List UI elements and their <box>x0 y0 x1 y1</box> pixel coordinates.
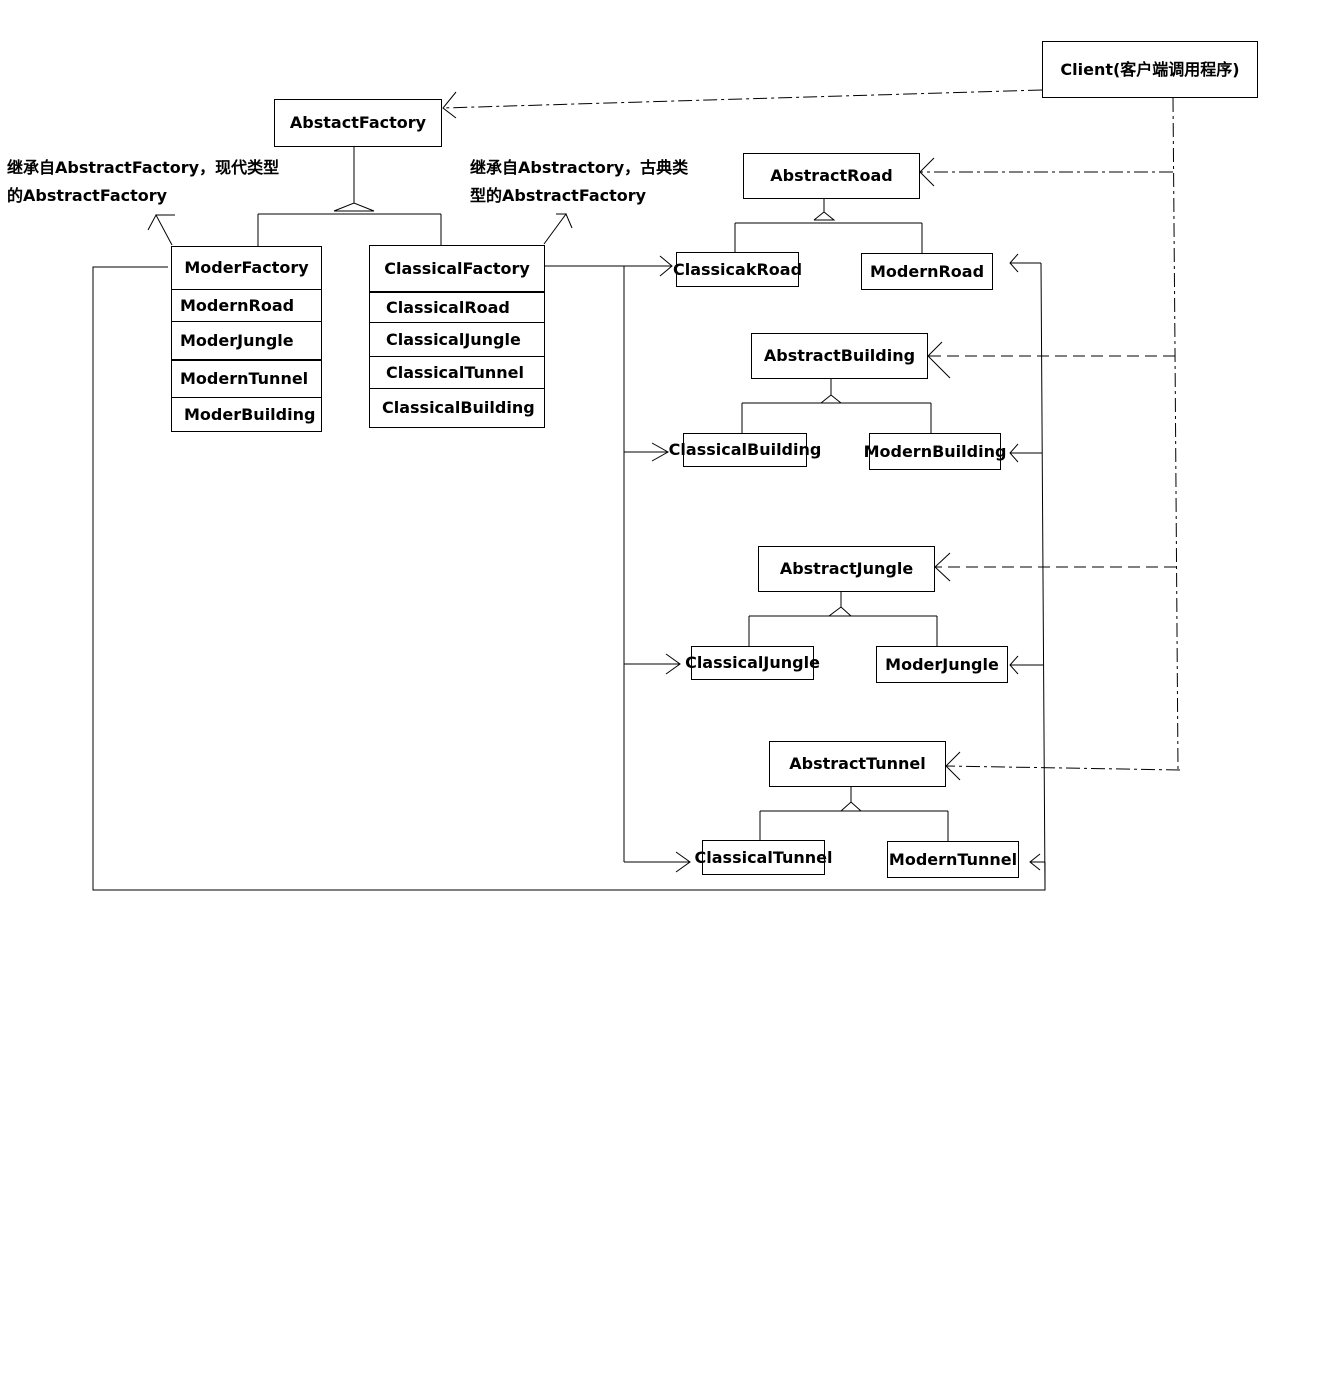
modern-note-line2: 的AbstractFactory <box>7 186 168 205</box>
client-to-factory-dependency <box>442 89 1043 109</box>
classical-factory-note: 继承自Abstractory，古典类 型的AbstractFactory <box>470 154 688 210</box>
classical-factory-member: ClassicalJungle <box>369 322 545 357</box>
modern-tunnel-box: ModernTunnel <box>887 841 1019 878</box>
client-to-tunnel-dependency <box>945 765 1181 771</box>
abstract-jungle-box: AbstractJungle <box>758 546 935 592</box>
building-inheritance-tree <box>741 379 932 433</box>
modern-road-arrowhead <box>1009 253 1019 273</box>
client-box: Client(客户端调用程序) <box>1042 41 1258 98</box>
modern-factory-note: 继承自AbstractFactory，现代类型 的AbstractFactory <box>7 154 279 210</box>
client-dependency-trunk <box>1172 97 1179 771</box>
moder-factory-member: ModernRoad <box>171 289 322 322</box>
modern-note-arrow <box>147 213 175 246</box>
moder-jungle-arrowhead <box>1009 655 1019 675</box>
classical-note-line2: 型的AbstractFactory <box>470 186 647 205</box>
client-to-tunnel-arrowhead <box>945 751 961 781</box>
classical-note-line1: 继承自Abstractory，古典类 <box>470 158 689 177</box>
modern-building-box: ModernBuilding <box>864 433 1006 470</box>
classical-building-arrowhead <box>651 442 670 462</box>
modern-note-line1: 继承自AbstractFactory，现代类型 <box>7 158 280 177</box>
road-inheritance-tree <box>734 198 923 253</box>
classical-road-arrowhead <box>659 255 673 277</box>
moder-factory-member: ModerJungle <box>171 321 322 361</box>
tunnel-inheritance-tree <box>759 786 949 841</box>
classical-factory-member: ClassicalRoad <box>369 292 545 323</box>
abstract-tunnel-box: AbstractTunnel <box>769 741 946 787</box>
abstract-factory-box: AbstactFactory <box>274 99 442 147</box>
client-to-road-arrowhead <box>919 157 935 187</box>
client-to-building-arrowhead <box>927 341 951 379</box>
classical-factory-member: ClassicalTunnel <box>369 356 545 389</box>
classical-tunnel-arrowhead <box>675 851 691 873</box>
moder-factory-title: ModerFactory <box>171 246 322 290</box>
classical-factory-title: ClassicalFactory <box>369 245 545 293</box>
factory-inheritance-tree <box>257 147 442 247</box>
classical-tunnel-box: ClassicalTunnel <box>695 840 833 875</box>
moder-factory-member: ModernTunnel <box>171 360 322 398</box>
classical-factory-creates-line <box>544 265 690 863</box>
jungle-inheritance-tree <box>748 591 938 646</box>
moder-jungle-box: ModerJungle <box>876 646 1008 683</box>
classical-road-box: ClassicakRoad <box>673 252 802 287</box>
client-to-jungle-arrowhead <box>934 552 951 582</box>
abstract-road-box: AbstractRoad <box>743 153 920 199</box>
client-to-factory-arrowhead <box>442 91 457 119</box>
modern-building-arrowhead <box>1009 443 1019 463</box>
abstract-building-box: AbstractBuilding <box>751 333 928 379</box>
classical-note-arrow <box>543 213 573 245</box>
classical-jungle-box: ClassicalJungle <box>685 646 820 680</box>
modern-tunnel-arrowhead <box>1029 853 1041 871</box>
classical-factory-member: ClassicalBuilding <box>369 388 545 428</box>
modern-road-box: ModernRoad <box>861 253 993 290</box>
classical-building-box: ClassicalBuilding <box>669 433 821 467</box>
moder-factory-creates-line <box>92 262 1046 891</box>
moder-factory-member: ModerBuilding <box>171 397 322 432</box>
classical-jungle-arrowhead <box>665 653 681 675</box>
